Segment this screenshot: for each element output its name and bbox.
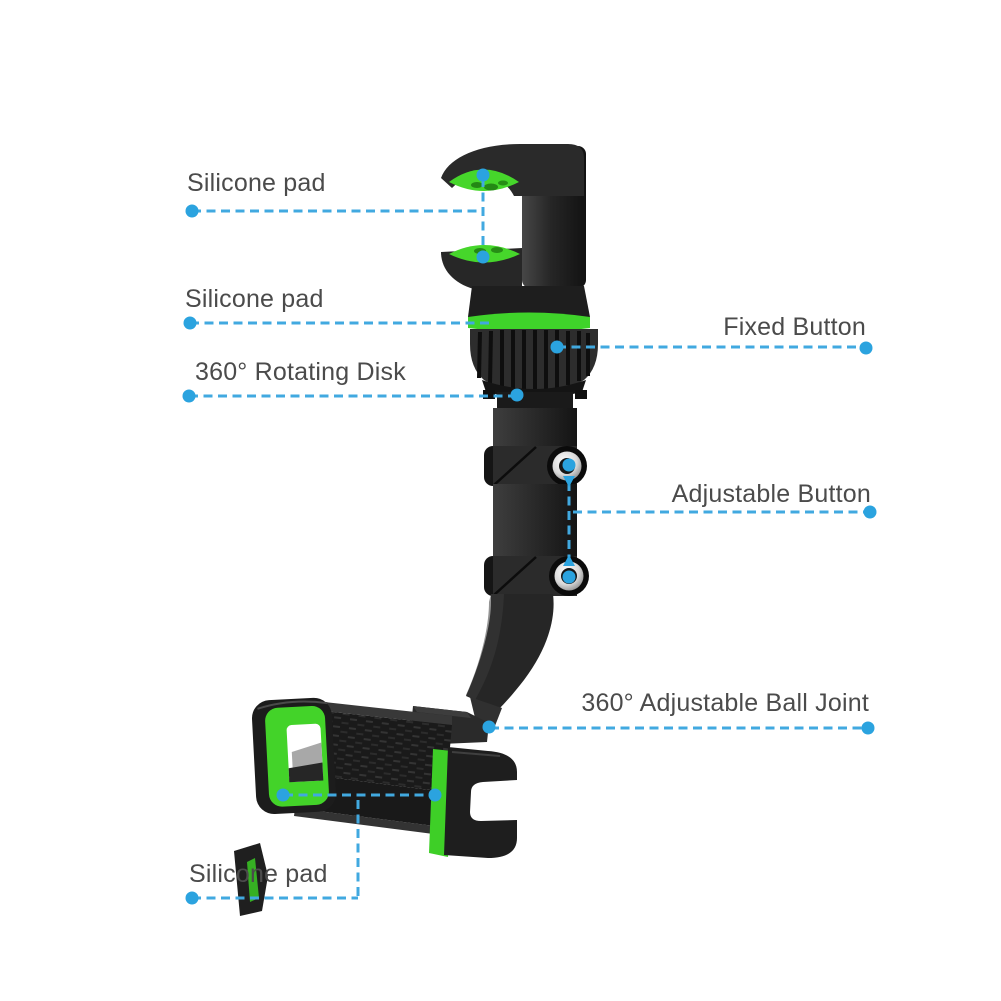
cradle-right-cap [429,747,517,858]
callout-dots [182,168,877,905]
label-ball-joint: 360° Adjustable Ball Joint [581,689,869,717]
label-fixed-button: Fixed Button [723,313,866,341]
cradle-top-rail [297,699,452,725]
arm-segment-middle [493,484,577,558]
disk-neck [483,390,587,410]
callout-connectors [189,178,869,900]
product-illustration [234,144,598,916]
label-rotating-disk: 360° Rotating Disk [195,358,406,386]
rotating-disk [470,329,598,398]
connector-adjustable-button [567,482,869,560]
mirror-clamp [441,144,590,317]
label-silicone-pad-mid: Silicone pad [185,285,324,313]
label-silicone-pad-top: Silicone pad [187,169,326,197]
label-adjustable-button: Adjustable Button [671,480,871,508]
clamp-top-jaw [441,144,584,196]
cradle-left-cap [251,697,337,815]
disk-knurling [477,330,590,390]
phone-cradle [234,697,517,916]
connector-silicone-pad-top [192,178,485,254]
adjustable-arm [466,408,589,731]
label-silicone-pad-bottom: Silicone pad [189,860,328,888]
clamp-base [468,286,590,317]
arm-segment-bend [466,594,554,710]
connector-silicone-pad-bottom [192,793,434,900]
green-silicone-ring [468,312,590,332]
arm-segment-upper [493,408,577,452]
